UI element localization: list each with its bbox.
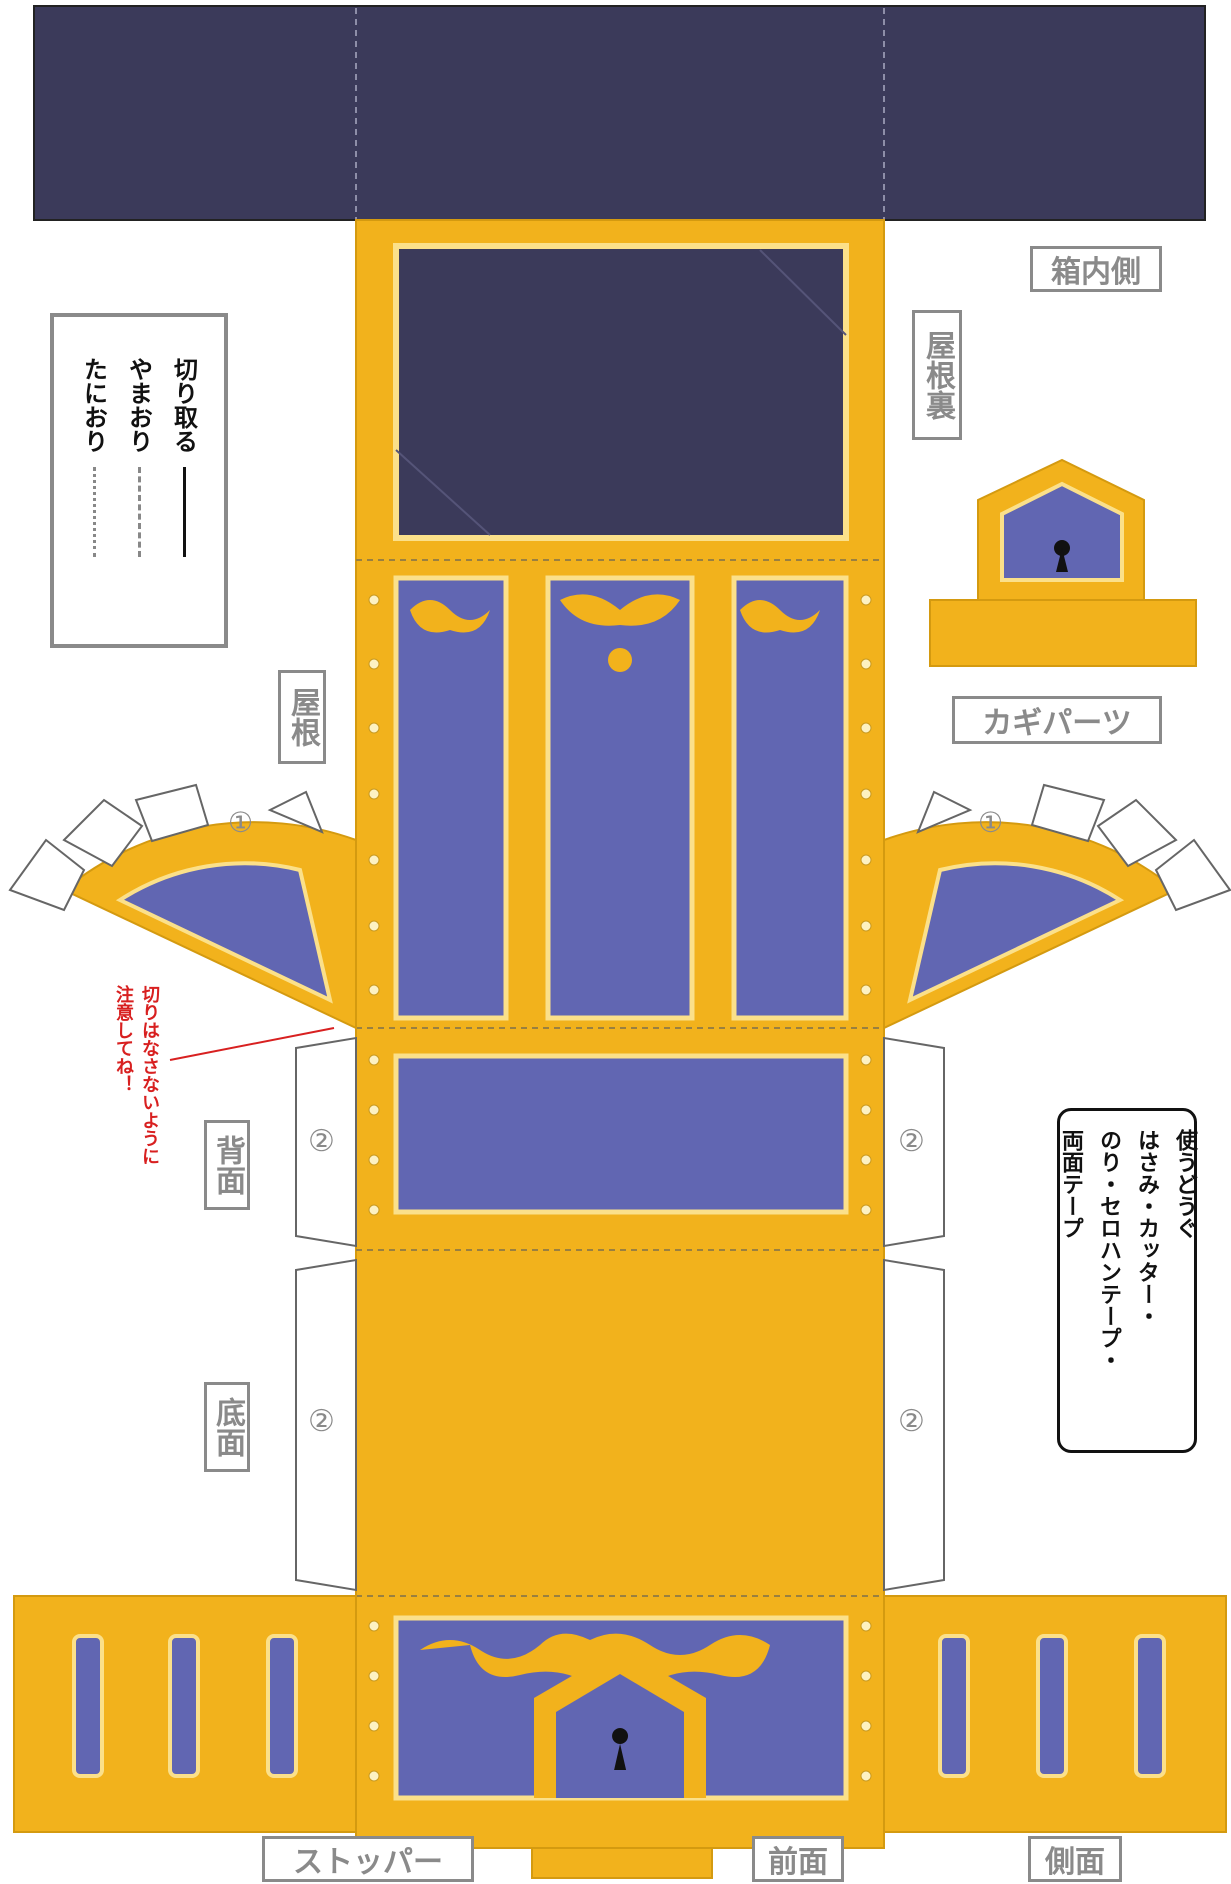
dotted-line-icon bbox=[92, 467, 96, 557]
tools-title: 使うどうぐ bbox=[1172, 1129, 1197, 1239]
tools-line-1: はさみ・カッター・ bbox=[1134, 1129, 1159, 1327]
label-side: 側面 bbox=[1028, 1836, 1122, 1882]
label-front: 前面 bbox=[752, 1836, 844, 1882]
label-roof: 屋根 bbox=[278, 670, 326, 764]
tools-line-2: のり・セロハンテープ・ bbox=[1096, 1129, 1121, 1371]
tools-box: 使うどうぐ はさみ・カッター・ のり・セロハンテープ・ 両面テープ bbox=[1057, 1108, 1197, 1453]
tab-number-2-back-right: ② bbox=[898, 1124, 925, 1159]
key-part bbox=[929, 599, 1197, 667]
warning-line-2: 注意してね！ bbox=[113, 985, 134, 1093]
tab-number-2-bottom-left: ② bbox=[308, 1404, 335, 1439]
warning-note: 切りはなさないように 注意してね！ bbox=[110, 985, 162, 1165]
dashed-line-icon bbox=[137, 467, 141, 557]
stopper-tab bbox=[531, 1847, 713, 1879]
fold-legend: 切り取る やまおり たにおり bbox=[50, 313, 228, 648]
warning-line-1: 切りはなさないように bbox=[139, 985, 160, 1165]
label-box-inside: 箱内側 bbox=[1030, 246, 1162, 292]
roof-panel-center bbox=[545, 575, 695, 1021]
legend-cut-label: 切り取る bbox=[169, 357, 198, 453]
label-back: 背面 bbox=[204, 1120, 250, 1210]
label-key-part: カギパーツ bbox=[952, 696, 1162, 744]
tab-number-2-bottom-right: ② bbox=[898, 1404, 925, 1439]
label-bottom: 底面 bbox=[204, 1382, 250, 1472]
roof-panel-right bbox=[731, 575, 849, 1021]
tab-number-1-left: ① bbox=[228, 806, 254, 839]
label-roof-underside: 屋根裏 bbox=[912, 310, 962, 440]
back-panel bbox=[393, 1053, 849, 1215]
solid-line-icon bbox=[182, 467, 186, 557]
legend-mountain-label: やまおり bbox=[124, 357, 153, 453]
roof-underside-window bbox=[393, 243, 849, 541]
tab-number-1-right: ① bbox=[978, 806, 1004, 839]
label-stopper: ストッパー bbox=[262, 1836, 474, 1882]
legend-valley-label: たにおり bbox=[79, 357, 108, 453]
tools-line-3: 両面テープ bbox=[1058, 1129, 1083, 1239]
box-inside-panel bbox=[33, 5, 1206, 221]
keyhole-icon bbox=[612, 1728, 629, 1770]
tab-number-2-back-left: ② bbox=[308, 1124, 335, 1159]
roof-panel-left bbox=[393, 575, 509, 1021]
